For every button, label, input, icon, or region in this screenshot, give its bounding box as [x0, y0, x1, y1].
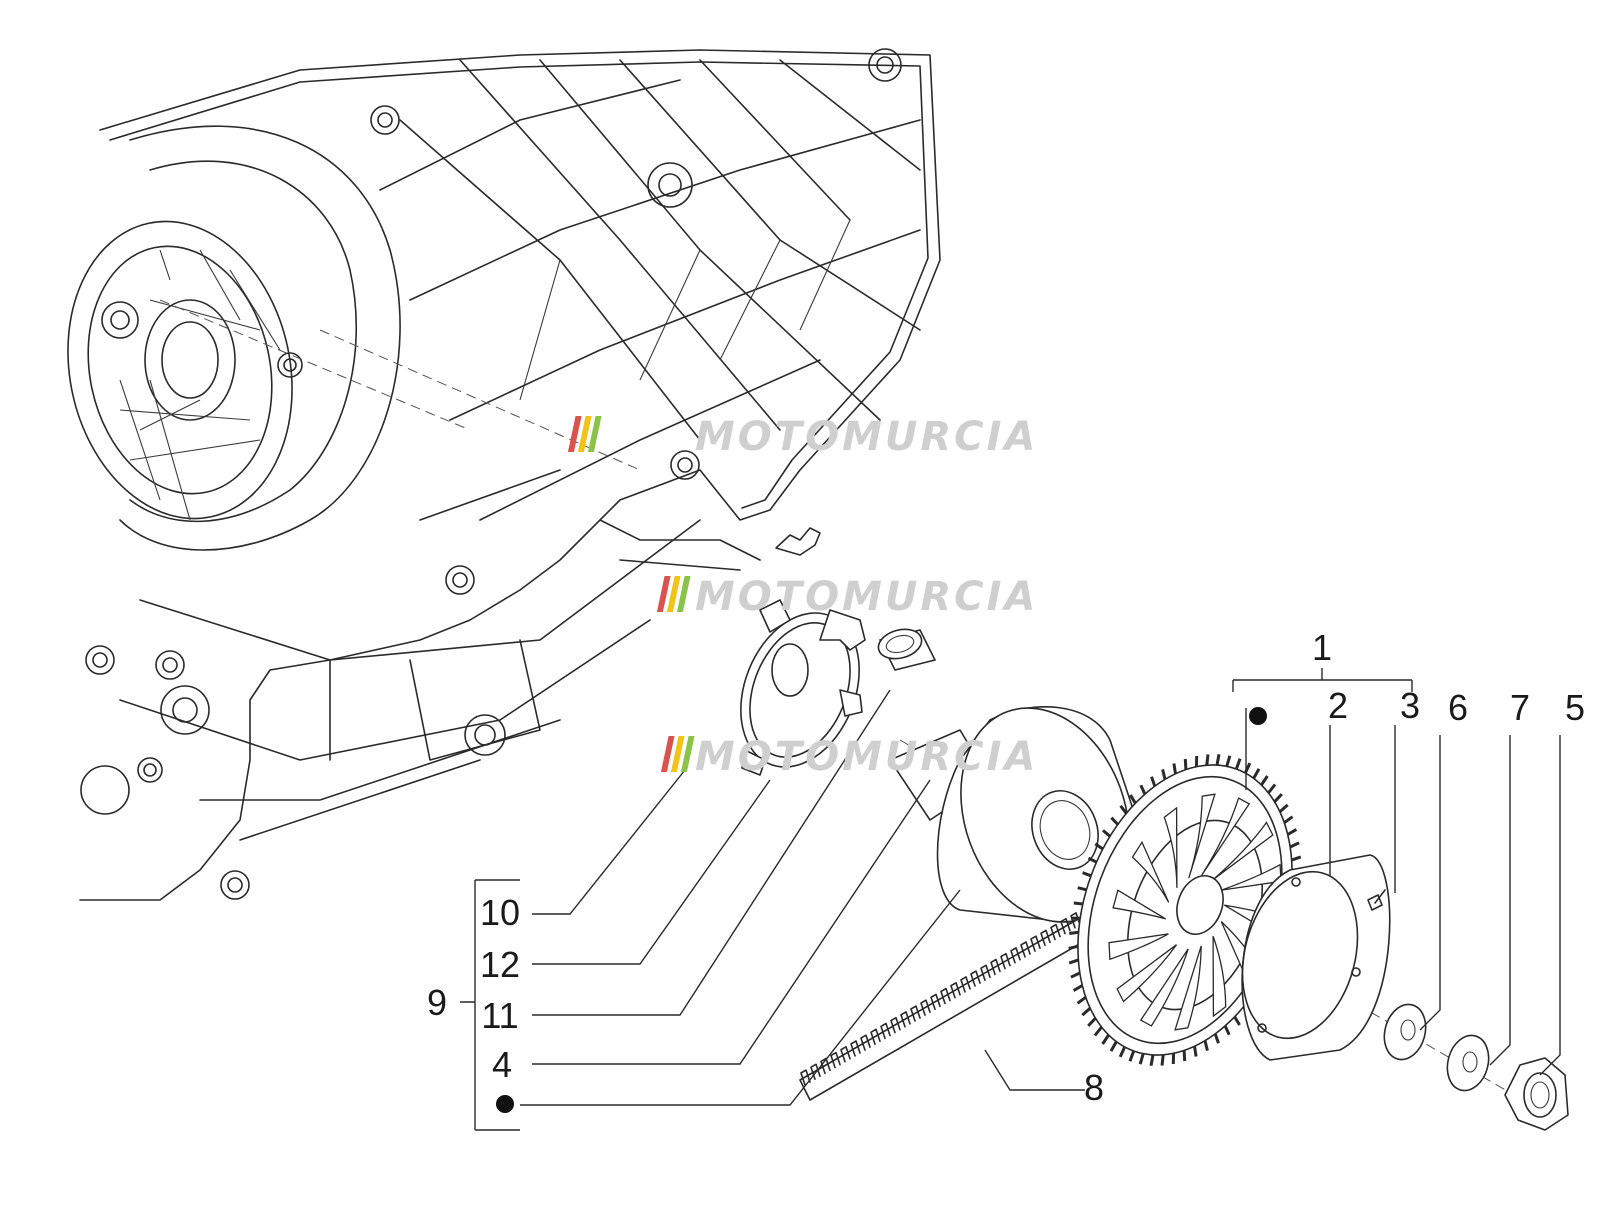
gear-tooth: [1111, 1042, 1116, 1052]
callout-12: 12: [480, 944, 520, 985]
watermark-top: MOTOMURCIA: [568, 414, 1038, 460]
gear-tooth: [1268, 785, 1275, 793]
callout-4: 4: [492, 1044, 512, 1085]
gear-tooth: [1217, 754, 1219, 765]
gear-tooth: [1254, 769, 1259, 779]
gear-tooth: [1103, 1035, 1109, 1044]
gear-tooth: [1215, 1034, 1218, 1043]
gear-tooth: [1074, 986, 1083, 991]
svg-text:MOTOMURCIA: MOTOMURCIA: [695, 734, 1038, 780]
callout-2: 2: [1328, 685, 1348, 726]
gear-tooth: [1195, 1046, 1197, 1056]
gear-tooth: [1130, 1051, 1134, 1061]
callout-6: 6: [1448, 687, 1468, 728]
drive-belt-part: [800, 913, 1095, 1100]
gear-tooth: [1069, 960, 1078, 963]
callout-11: 11: [481, 995, 518, 1036]
gear-tooth: [1141, 785, 1145, 794]
gear-tooth: [1235, 1017, 1240, 1025]
gear-tooth: [1292, 857, 1301, 860]
gear-tooth: [1290, 843, 1299, 847]
callout-1: 1: [1312, 627, 1332, 668]
bushing-part: [875, 625, 935, 670]
gear-tooth: [1082, 1008, 1090, 1015]
gear-tooth: [1163, 769, 1165, 779]
gear-tooth: [1275, 794, 1282, 802]
watermark-bottom: MOTOMURCIA: [661, 734, 1038, 780]
gear-tooth: [1236, 759, 1240, 769]
gear-tooth: [1071, 973, 1080, 977]
callout-10: 10: [480, 892, 520, 933]
gear-tooth: [1185, 759, 1186, 770]
washer-6-part: [1378, 1000, 1431, 1064]
gear-tooth: [1078, 888, 1087, 890]
callout-9: 9: [427, 982, 447, 1023]
svg-text:MOTOMURCIA: MOTOMURCIA: [695, 414, 1038, 460]
slider-clip-part: [776, 528, 820, 555]
gear-tooth: [1174, 764, 1176, 774]
callout-5: 5: [1565, 687, 1585, 728]
watermark-middle: MOTOMURCIA: [657, 574, 1038, 620]
gear-tooth: [1120, 1047, 1125, 1057]
gear-tooth: [1280, 805, 1288, 812]
bullet-marker-group-9: [496, 1095, 514, 1113]
gear-tooth: [1162, 1055, 1163, 1066]
callout-3: 3: [1400, 685, 1420, 726]
gear-tooth: [1284, 817, 1292, 823]
gear-tooth: [1069, 946, 1078, 948]
washer-7-part: [1441, 1031, 1494, 1095]
gear-tooth: [1261, 776, 1267, 785]
gear-tooth: [1069, 932, 1078, 933]
gear-tooth: [1074, 903, 1083, 904]
gear-tooth: [1205, 1041, 1207, 1051]
gear-tooth: [1151, 1055, 1153, 1066]
svg-text:MOTOMURCIA: MOTOMURCIA: [695, 574, 1038, 620]
gear-tooth: [1207, 754, 1208, 765]
gear-tooth: [1225, 1026, 1229, 1035]
bullet-marker-group-1: [1249, 707, 1267, 725]
gear-tooth: [1227, 756, 1230, 767]
callout-7: 7: [1510, 687, 1530, 728]
nut-part: [1505, 1058, 1568, 1130]
gear-tooth: [1095, 1027, 1102, 1035]
gear-tooth: [1288, 829, 1297, 834]
gear-tooth: [1088, 1018, 1095, 1026]
callout-8: 8: [1084, 1067, 1104, 1108]
gear-tooth: [1140, 1054, 1143, 1065]
gear-tooth: [1184, 1050, 1185, 1061]
gear-tooth: [1078, 997, 1086, 1003]
gear-tooth: [1152, 777, 1155, 786]
